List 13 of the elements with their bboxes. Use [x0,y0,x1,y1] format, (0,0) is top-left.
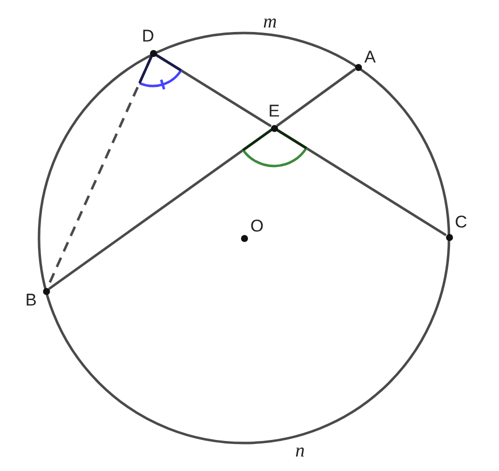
point-label: E [268,102,280,120]
point-label: D [142,28,154,44]
point-label: C [454,214,468,230]
point-label: B [25,292,37,308]
point-label: A [364,48,376,66]
point-label: O [250,218,264,234]
line-segment [276,68,356,127]
arc-label: n [295,442,305,460]
point-dot [42,288,50,294]
arc-label: m [263,12,277,32]
point-dot [240,234,248,242]
point-dot [150,50,156,56]
point-dot [446,234,452,240]
